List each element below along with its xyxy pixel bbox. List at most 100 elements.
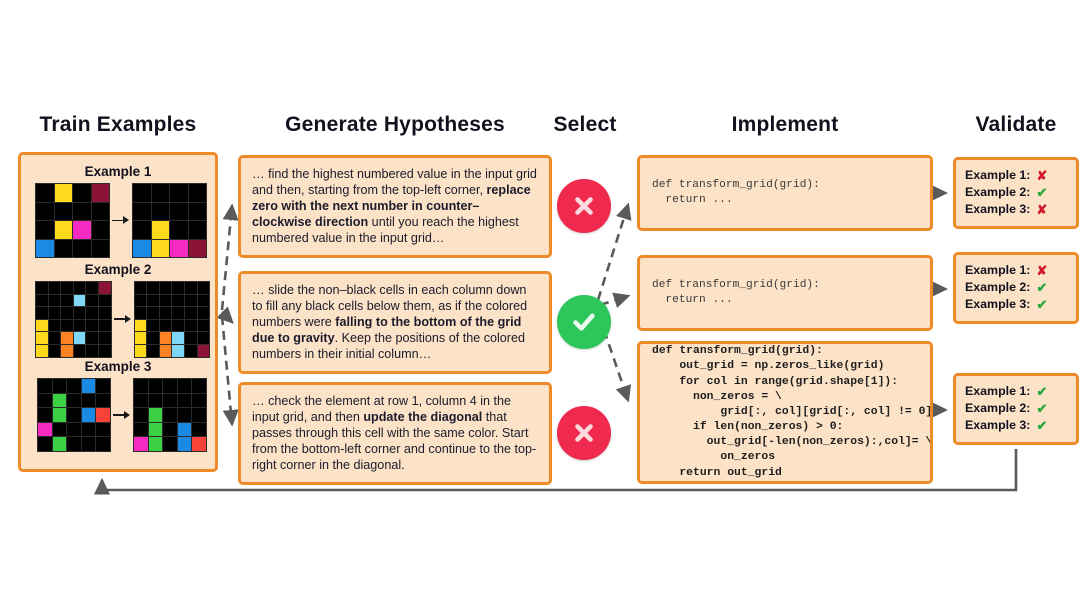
grid-cell	[148, 408, 163, 422]
train-example-label: Example 3	[84, 359, 152, 374]
hypothesis-text: … slide the non–black cells in each colu…	[252, 283, 528, 329]
grid-cell	[133, 408, 148, 422]
grid-cell	[91, 221, 109, 239]
grid-cell	[188, 239, 206, 257]
hypothesis-text: … check the element at row 1, column 4 i…	[252, 394, 512, 424]
transform-arrow-icon	[110, 215, 132, 227]
hypothesis-card-3[interactable]: … check the element at row 1, column 4 i…	[238, 382, 552, 485]
grid-cell	[61, 307, 73, 319]
grid-cell	[86, 294, 98, 307]
grid-cell	[197, 282, 210, 294]
hypothesis-card-2[interactable]: … slide the non–black cells in each colu…	[238, 271, 552, 374]
grid-cell	[159, 319, 172, 332]
code-text: def transform_grid(grid): return ...	[652, 179, 820, 206]
grid-cell	[54, 184, 72, 202]
grid-cell	[48, 307, 61, 319]
grid-cell	[52, 408, 67, 422]
grid-cell	[163, 379, 177, 393]
grid-cell	[73, 202, 91, 220]
hypothesis-card-1[interactable]: … find the highest numbered value in the…	[238, 155, 552, 258]
select-accept-icon[interactable]	[557, 295, 611, 349]
grid-cell	[133, 437, 148, 451]
grid-cell	[73, 239, 91, 257]
grid-cell	[148, 437, 163, 451]
grid-cell	[67, 422, 81, 437]
select-reject-icon[interactable]	[557, 406, 611, 460]
grid-cell	[54, 239, 72, 257]
grid-cell	[133, 379, 148, 393]
grid-cell	[192, 422, 206, 437]
grid-cell	[151, 239, 169, 257]
validate-row-label: Example 3:	[965, 418, 1031, 433]
grid-cell	[134, 332, 147, 344]
grid-cell	[147, 344, 159, 357]
check-icon: ✔	[1036, 384, 1048, 400]
train-grid-output	[133, 281, 211, 358]
grid-cell	[172, 294, 184, 307]
select-reject-icon[interactable]	[557, 179, 611, 233]
column-title-validate: Validate	[975, 113, 1057, 136]
train-example-pair	[35, 281, 211, 358]
grid-cell	[147, 307, 159, 319]
grid-cell	[73, 319, 86, 332]
grid-cell	[96, 437, 110, 451]
grid-cell	[148, 393, 163, 408]
grid-cell	[133, 184, 151, 202]
train-grid-output	[132, 378, 207, 452]
column-title-train: Train Examples	[39, 113, 197, 136]
grid-cell	[38, 393, 52, 408]
grid-cell	[96, 393, 110, 408]
grid-cell	[81, 422, 96, 437]
grid-cell	[184, 294, 197, 307]
grid-cell	[38, 422, 52, 437]
grid-cell	[197, 319, 210, 332]
grid-cell	[81, 437, 96, 451]
grid-cell	[73, 294, 86, 307]
validate-row-label: Example 2:	[965, 280, 1031, 295]
grid-cell	[192, 408, 206, 422]
grid-cell	[163, 437, 177, 451]
grid-cell	[61, 332, 73, 344]
code-card-1[interactable]: def transform_grid(grid): return ...	[637, 155, 933, 231]
grid-cell	[188, 221, 206, 239]
grid-cell	[133, 202, 151, 220]
grid-cell	[188, 202, 206, 220]
grid-cell	[61, 294, 73, 307]
code-card-2[interactable]: def transform_grid(grid): return ...	[637, 255, 933, 331]
grid-cell	[159, 332, 172, 344]
validate-card-1: Example 1:✘Example 2:✔Example 3:✘	[953, 157, 1079, 229]
grid-cell	[184, 307, 197, 319]
grid-cell	[133, 393, 148, 408]
cross-icon: ✘	[1036, 263, 1048, 279]
validate-card-3: Example 1:✔Example 2:✔Example 3:✔	[953, 373, 1079, 445]
grid-cell	[36, 202, 54, 220]
code-card-3[interactable]: def transform_grid(grid): out_grid = np.…	[637, 341, 933, 484]
grid-cell	[98, 319, 111, 332]
grid-cell	[86, 332, 98, 344]
check-icon: ✔	[1036, 185, 1048, 201]
grid-cell	[73, 332, 86, 344]
train-example-pair	[37, 378, 207, 452]
grid-cell	[91, 184, 109, 202]
grid-cell	[147, 332, 159, 344]
grid-cell	[48, 332, 61, 344]
train-example-pair	[35, 183, 207, 258]
validate-row: Example 1:✘	[965, 167, 1067, 184]
grid-cell	[170, 184, 188, 202]
hypothesis-text: that passes through this cell with the s…	[252, 409, 537, 472]
grid-cell	[147, 319, 159, 332]
grid-cell	[54, 221, 72, 239]
grid-cell	[86, 319, 98, 332]
grid-cell	[184, 282, 197, 294]
check-icon: ✔	[1036, 401, 1048, 417]
grid-cell	[147, 282, 159, 294]
grid-cell	[86, 307, 98, 319]
grid-cell	[159, 307, 172, 319]
hypothesis-text: … find the highest numbered value in the…	[252, 167, 537, 197]
grid-cell	[36, 184, 54, 202]
validate-row-label: Example 1:	[965, 263, 1031, 277]
check-icon: ✔	[1036, 297, 1048, 313]
grid-cell	[134, 344, 147, 357]
grid-cell	[177, 393, 192, 408]
grid-cell	[159, 294, 172, 307]
